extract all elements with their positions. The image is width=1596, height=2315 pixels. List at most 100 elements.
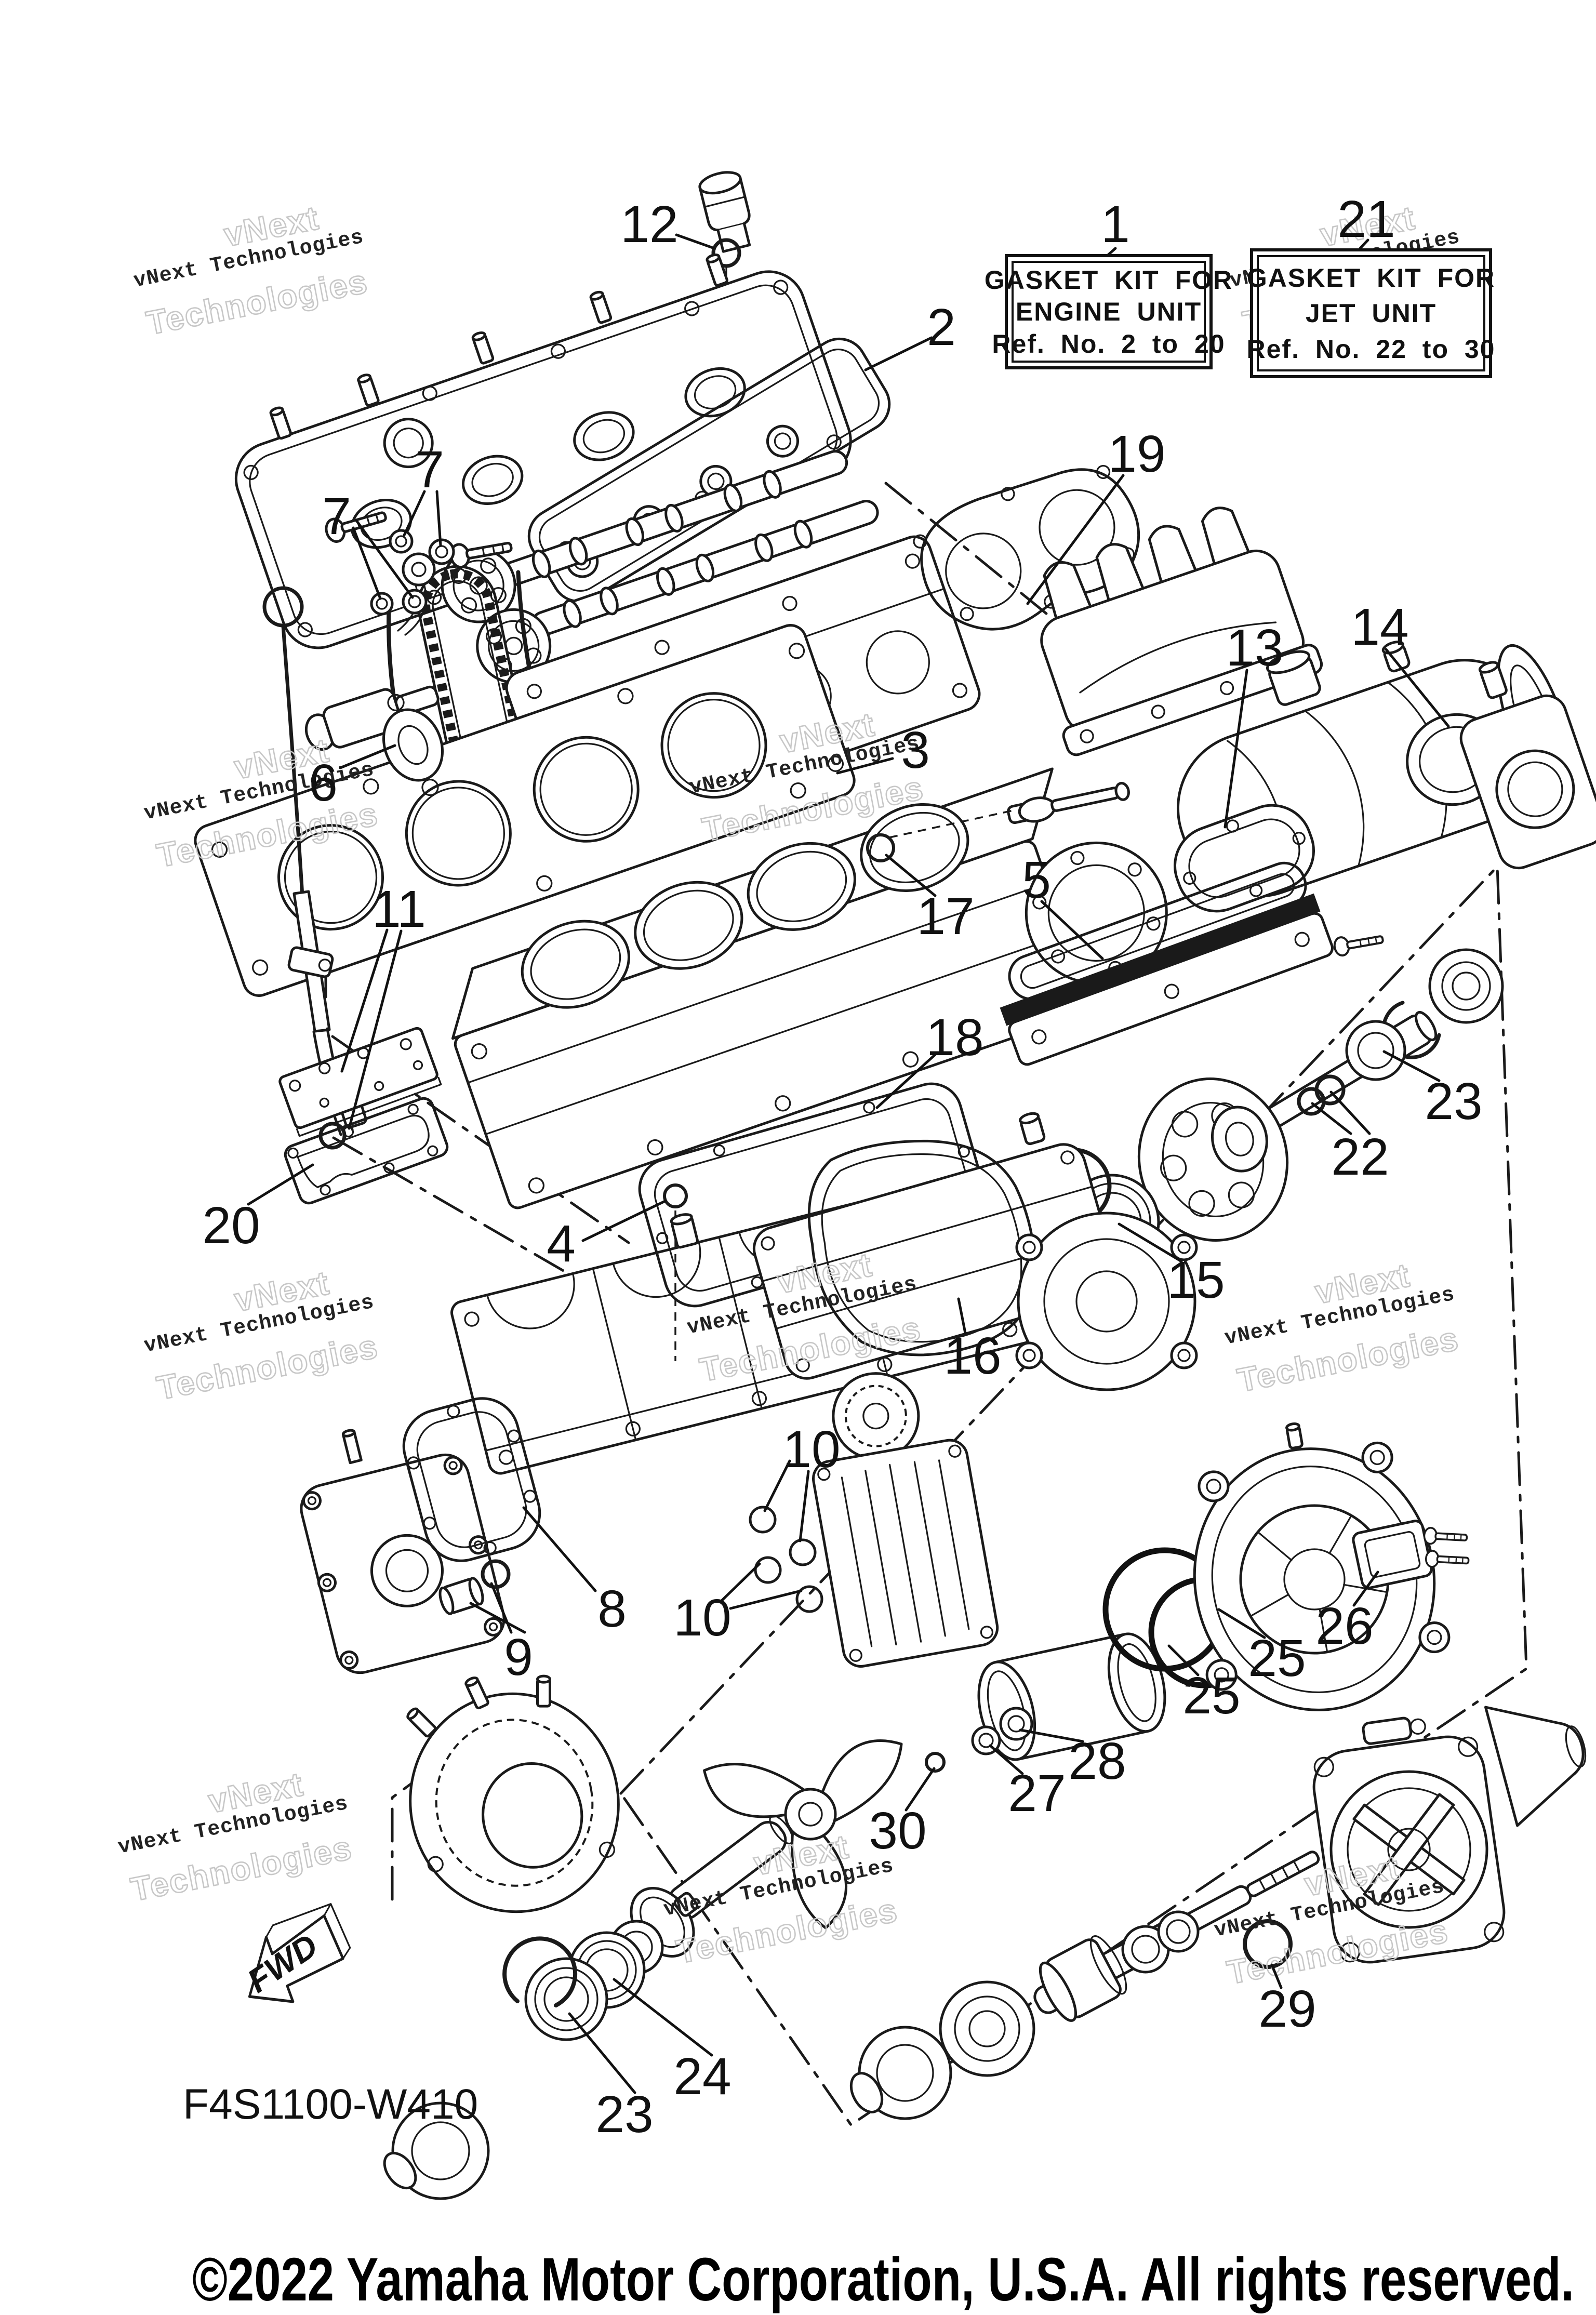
oring-12-part bbox=[711, 238, 741, 268]
part-callout-10: 10 bbox=[673, 1562, 803, 1647]
part-number-label: 7 bbox=[415, 441, 444, 499]
part-callout-24: 24 bbox=[613, 1978, 732, 2106]
leader-line bbox=[1223, 669, 1248, 829]
orings-22-part bbox=[1297, 1074, 1346, 1116]
kit-box-line: GASKET KIT FOR bbox=[1246, 263, 1496, 292]
head-gasket-part bbox=[194, 624, 856, 997]
leader-line bbox=[763, 1459, 791, 1512]
diagram-code: F4S1100-W410 bbox=[183, 2081, 478, 2128]
part-callout-17: 17 bbox=[885, 854, 975, 946]
part-number-label: 15 bbox=[1167, 1251, 1225, 1309]
oil-pump-body-part bbox=[300, 1429, 506, 1674]
part-number-label: 6 bbox=[309, 754, 338, 812]
part-callout-6: 6 bbox=[309, 744, 396, 812]
part-number-label: 28 bbox=[1068, 1732, 1126, 1790]
part-callout-28: 28 bbox=[1019, 1728, 1126, 1790]
tensioner-part bbox=[304, 685, 440, 751]
kit-box-line: Ref. No. 2 to 20 bbox=[992, 329, 1226, 358]
part-number-label: 21 bbox=[1337, 190, 1395, 248]
anode-part bbox=[1007, 782, 1130, 824]
part-callout-4: 4 bbox=[547, 1200, 667, 1273]
part-number-label: 12 bbox=[620, 195, 678, 254]
leader-line bbox=[721, 1562, 761, 1602]
part-callout-30: 30 bbox=[869, 1767, 936, 1860]
leader-line bbox=[522, 1506, 597, 1592]
part-callout-1: 1 bbox=[1101, 195, 1130, 259]
part-callout-12: 12 bbox=[620, 195, 714, 254]
part-callout-22: 22 bbox=[1311, 1090, 1389, 1186]
part-number-label: 2 bbox=[927, 298, 956, 356]
leader-line bbox=[1167, 1644, 1200, 1677]
leader-line bbox=[1040, 900, 1104, 960]
kit-box-line: JET UNIT bbox=[1305, 299, 1437, 328]
part-callout-23: 23 bbox=[1382, 1050, 1483, 1130]
gasket-kit-box-engine: GASKET KIT FOR ENGINE UNIT Ref. No. 2 to… bbox=[985, 254, 1232, 369]
gasket-kit-box-jet: GASKET KIT FOR JET UNIT Ref. No. 22 to 3… bbox=[1246, 248, 1496, 378]
leader-line bbox=[568, 2012, 636, 2094]
part-callout-25: 25 bbox=[1167, 1644, 1241, 1725]
part-number-label: 23 bbox=[595, 2085, 653, 2144]
seal-23-part bbox=[1345, 1020, 1406, 1081]
banjo-fitting-part bbox=[397, 552, 436, 636]
exhaust-manifold-part bbox=[1040, 507, 1323, 756]
part-callout-5: 5 bbox=[1022, 851, 1104, 960]
leader-line bbox=[339, 744, 396, 769]
exhaust-plate-part bbox=[1000, 893, 1388, 1066]
part-callout-29: 29 bbox=[1258, 1963, 1316, 2038]
leader-line bbox=[581, 1200, 667, 1242]
part-number-label: 3 bbox=[901, 721, 930, 779]
engine-art bbox=[194, 171, 1596, 2200]
leader-line bbox=[729, 1589, 803, 1610]
part-number-label: 25 bbox=[1182, 1667, 1240, 1725]
shaft-hub-lower-part bbox=[383, 2101, 490, 2200]
part-callout-23: 23 bbox=[568, 2012, 654, 2144]
leader-line bbox=[989, 1744, 1024, 1775]
leader-line bbox=[348, 929, 403, 1130]
leader-line bbox=[1311, 1102, 1352, 1135]
breather-plate-part bbox=[278, 1027, 442, 1137]
plate-26-part bbox=[1352, 1520, 1470, 1589]
part-callout-21: 21 bbox=[1337, 190, 1395, 250]
crankcase-gasket-part bbox=[807, 1139, 1036, 1356]
part-number-label: 7 bbox=[322, 487, 351, 546]
coupling-cover-part bbox=[1015, 1212, 1198, 1391]
leader-line bbox=[675, 233, 714, 249]
leader-line bbox=[613, 1978, 713, 2057]
washer-b-part bbox=[1157, 1910, 1200, 1953]
muffler-gasket-part bbox=[1174, 804, 1315, 913]
kit-box-line: GASKET KIT FOR bbox=[984, 265, 1233, 295]
outlet-body-part bbox=[1459, 661, 1596, 870]
leader-line bbox=[469, 1602, 526, 1634]
circlip-24-part bbox=[502, 1936, 578, 2007]
part-number-label: 20 bbox=[202, 1196, 260, 1255]
part-callout-18: 18 bbox=[875, 1008, 984, 1109]
part-callout-2: 2 bbox=[864, 298, 956, 371]
part-callout-14: 14 bbox=[1351, 598, 1450, 728]
bearing-part bbox=[1428, 948, 1504, 1024]
dowel-4-part bbox=[670, 1213, 699, 1249]
oil-pump-assembly-part bbox=[812, 1372, 999, 1668]
shaft-bearing-part bbox=[939, 1980, 1035, 2077]
fwd-arrow: FWD bbox=[241, 1903, 351, 2003]
leader-line bbox=[435, 490, 442, 547]
part-number-label: 10 bbox=[782, 1420, 840, 1479]
coupling-part bbox=[1137, 1077, 1289, 1242]
part-number-label: 27 bbox=[1008, 1764, 1066, 1822]
impeller-part bbox=[703, 1739, 903, 1930]
part-callout-25: 25 bbox=[1217, 1608, 1306, 1687]
leader-line bbox=[403, 490, 426, 537]
cylinder-block-part bbox=[451, 767, 1168, 1209]
part-number-label: 22 bbox=[1331, 1128, 1389, 1186]
orings-10-part bbox=[749, 1506, 823, 1613]
part-number-label: 18 bbox=[926, 1008, 983, 1067]
part-number-label: 14 bbox=[1351, 598, 1408, 656]
pump-gasket-8-part bbox=[402, 1397, 541, 1562]
nozzle-housing-part bbox=[1312, 1717, 1506, 1964]
impeller-housing-part bbox=[389, 1656, 620, 1913]
part-callout-26: 26 bbox=[1315, 1571, 1379, 1655]
